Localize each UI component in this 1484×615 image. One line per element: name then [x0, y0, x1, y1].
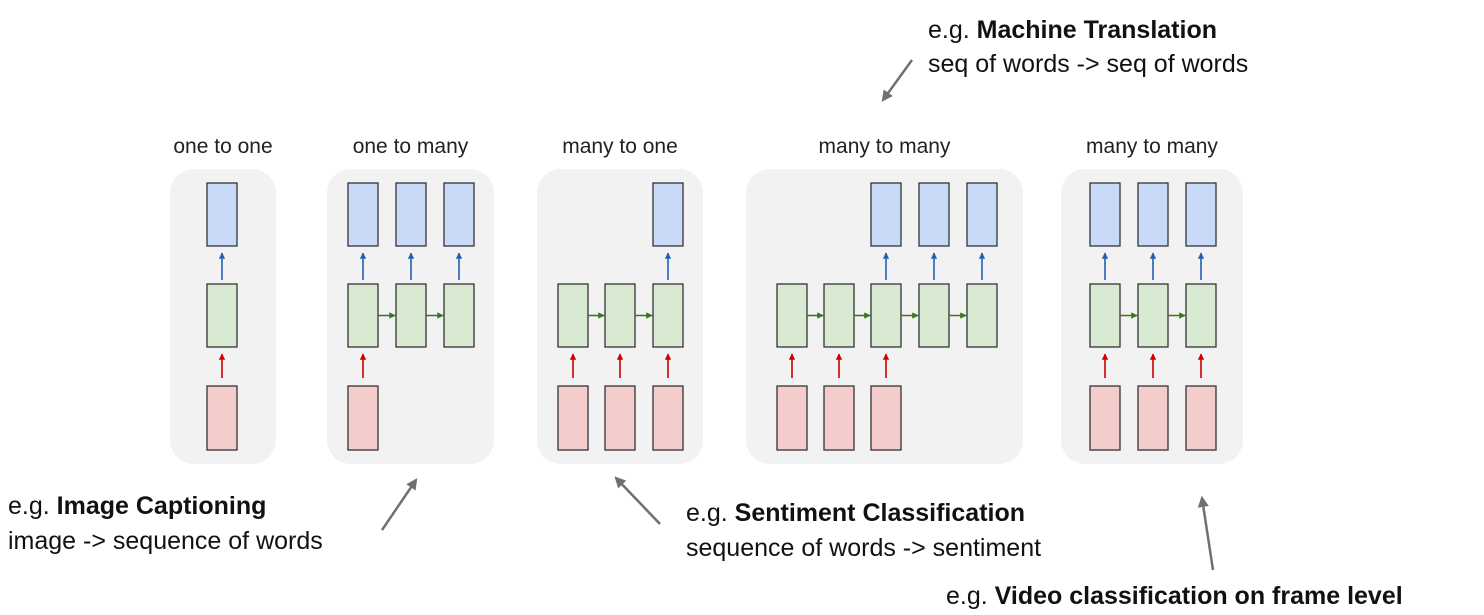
output-box	[870, 182, 902, 247]
input-box	[823, 385, 855, 451]
image-captioning-task: Image Captioning	[57, 492, 267, 520]
output-box	[652, 182, 684, 247]
machine-translation-prefix: e.g.	[928, 16, 977, 44]
input-box	[557, 385, 589, 451]
output-box	[395, 182, 427, 247]
hidden-state-box	[918, 283, 950, 348]
rnn-panel-1: one to one	[170, 135, 276, 464]
sentiment-desc: sequence of words -> sentiment	[686, 534, 1041, 562]
machine-translation-note: e.g. Machine Translation	[928, 16, 1217, 44]
sentiment-task: Sentiment Classification	[735, 499, 1025, 527]
sentiment-callout-arrow	[614, 476, 661, 525]
panel-title: many to many	[1086, 135, 1218, 158]
output-box	[206, 182, 238, 247]
machine-translation-desc: seq of words -> seq of words	[928, 50, 1248, 78]
image-captioning-desc: image -> sequence of words	[8, 527, 323, 555]
input-box	[1185, 385, 1217, 451]
output-box	[443, 182, 475, 247]
hidden-state-box	[870, 283, 902, 348]
machine-translation-task: Machine Translation	[977, 16, 1217, 44]
hidden-state-box	[776, 283, 808, 348]
hidden-state-box	[557, 283, 589, 348]
image-captioning-callout-arrow	[380, 478, 418, 531]
output-box	[1089, 182, 1121, 247]
image-captioning-prefix: e.g.	[8, 492, 57, 520]
input-box	[206, 385, 238, 451]
panel-title: many to one	[562, 135, 678, 158]
sentiment-prefix: e.g.	[686, 499, 735, 527]
output-box	[1185, 182, 1217, 247]
video-classification-prefix: e.g.	[946, 582, 995, 610]
hidden-state-box	[652, 283, 684, 348]
input-box	[347, 385, 379, 451]
machine-translation-callout-arrow	[881, 59, 914, 102]
output-box	[966, 182, 998, 247]
output-box	[918, 182, 950, 247]
hidden-state-box	[604, 283, 636, 348]
video-classification-note: e.g. Video classification on frame level	[946, 582, 1403, 610]
hidden-state-box	[823, 283, 855, 348]
input-box	[1089, 385, 1121, 451]
input-box	[1137, 385, 1169, 451]
hidden-state-box	[966, 283, 998, 348]
rnn-panel-2: one to many	[327, 135, 494, 464]
input-box	[870, 385, 902, 451]
sentiment-note: e.g. Sentiment Classification	[686, 499, 1025, 527]
image-captioning-note: e.g. Image Captioning	[8, 492, 266, 520]
hidden-state-box	[347, 283, 379, 348]
input-box	[652, 385, 684, 451]
rnn-panel-5: many to many	[1061, 135, 1243, 464]
panel-title: one to many	[353, 135, 469, 158]
panel-title: many to many	[819, 135, 951, 158]
rnn-panel-3: many to one	[537, 135, 703, 464]
hidden-state-box	[1185, 283, 1217, 348]
output-box	[1137, 182, 1169, 247]
video-classification-task: Video classification on frame level	[995, 582, 1403, 610]
input-box	[776, 385, 808, 451]
panel-title: one to one	[173, 135, 272, 158]
video-classification-callout-arrow	[1197, 495, 1215, 571]
hidden-state-box	[1089, 283, 1121, 348]
output-box	[347, 182, 379, 247]
hidden-state-box	[395, 283, 427, 348]
input-box	[604, 385, 636, 451]
rnn-panel-4: many to many	[746, 135, 1023, 464]
hidden-state-box	[206, 283, 238, 348]
hidden-state-box	[1137, 283, 1169, 348]
hidden-state-box	[443, 283, 475, 348]
